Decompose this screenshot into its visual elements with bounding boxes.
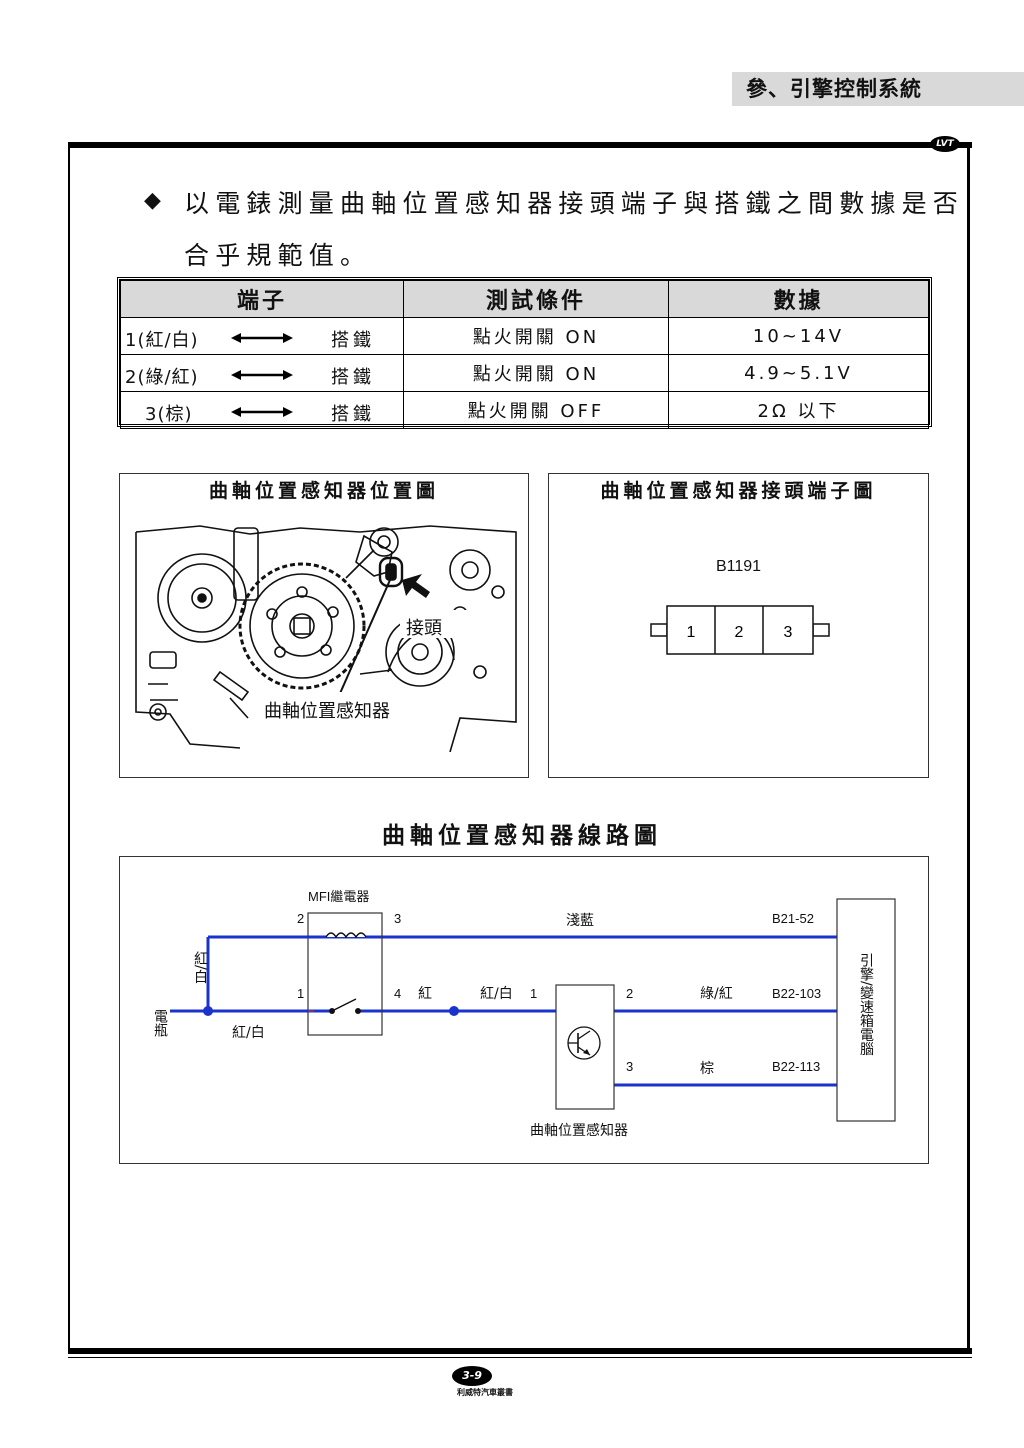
relay-pin-4: 4: [394, 986, 401, 1001]
header-terminal: 端子: [120, 280, 404, 318]
ecu-pin-b21-52: B21-52: [772, 911, 814, 926]
publisher-logo: LVT: [930, 136, 960, 152]
relay-name: MFI繼電器: [308, 889, 369, 904]
publisher-name: 利威特汽車叢書: [457, 1388, 513, 1397]
connector-id: B1191: [715, 558, 762, 575]
chapter-title: 參、引擎控制系統: [732, 72, 1024, 106]
wire-label-brown: 棕: [700, 1061, 714, 1077]
terminal-label: 2(綠/紅): [125, 367, 199, 388]
connector-callout: 接頭: [406, 618, 442, 639]
double-arrow-icon: [231, 333, 293, 343]
diamond-bullet-icon: ◆: [144, 188, 161, 213]
ground-label: 搭鐵: [331, 330, 375, 351]
sensor-location-figure: 曲軸位置感知器位置圖: [119, 473, 529, 778]
table-row: 1(紅/白) 搭鐵 點火開關 ON 10~14V: [120, 317, 929, 355]
left-rule: [68, 142, 70, 1354]
connector-pin-1: 1: [687, 624, 696, 641]
page-number: 3-9: [452, 1366, 492, 1386]
wiring-drawing: MFI繼電器 2 3 1 4 紅 紅/白 1 2 3 淺藍 綠/紅 棕 B21-…: [152, 889, 896, 1139]
wire-label-red-white-sensor: 紅/白: [480, 986, 513, 1002]
table-header-row: 端子 測試條件 數據: [120, 280, 929, 318]
relay-pin-1: 1: [297, 986, 304, 1001]
terminal-cell: 2(綠/紅) 搭鐵: [120, 354, 404, 392]
wire-label-red-white-bottom: 紅/白: [232, 1025, 265, 1041]
connector-figure-title: 曲軸位置感知器接頭端子圖: [600, 480, 877, 502]
wires: [170, 935, 837, 1087]
connector-pin-2: 2: [735, 624, 744, 641]
condition-cell: 點火開關 ON: [403, 317, 669, 355]
intro-text-line1: 以電錶測量曲軸位置感知器接頭端子與搭鐵之間數據是否: [184, 189, 965, 218]
bottom-rule-thin: [68, 1357, 972, 1358]
connector-terminal-figure: 曲軸位置感知器接頭端子圖 B1191 1 2 3: [548, 473, 929, 778]
double-arrow-icon: [231, 370, 293, 380]
terminal-cell: 1(紅/白) 搭鐵: [120, 317, 404, 355]
ground-label: 搭鐵: [331, 367, 375, 388]
bottom-rule: [68, 1348, 972, 1354]
ecu-pin-b22-113: B22-113: [772, 1059, 820, 1074]
sensor-pin-2: 2: [626, 986, 633, 1001]
sensor-pin-3: 3: [626, 1059, 633, 1074]
ground-label: 搭鐵: [331, 404, 375, 425]
wire-label-red: 紅: [418, 986, 432, 1002]
connector-face-drawing: 1 2 3: [650, 605, 830, 655]
wire-label-light-blue: 淺藍: [566, 913, 594, 929]
relay-pin-2: 2: [297, 911, 304, 926]
intro-text-line2: 合乎規範值。: [184, 241, 372, 270]
sensor-pin-1: 1: [530, 986, 537, 1001]
header-value: 數據: [668, 280, 929, 318]
terminal-label: 3(棕): [145, 404, 193, 425]
double-arrow-icon: [231, 407, 293, 417]
sensor-name: 曲軸位置感知器: [530, 1122, 628, 1139]
relay-pin-3: 3: [394, 911, 401, 926]
sensor-callout: 曲軸位置感知器: [264, 701, 390, 722]
spec-table: 端子 測試條件 數據 1(紅/白) 搭鐵 點火開關 ON 10~14V 2(綠/…: [117, 277, 932, 429]
connector-pin-3: 3: [784, 624, 793, 641]
table-row: 3(棕) 搭鐵 點火開關 OFF 2Ω 以下: [120, 391, 929, 429]
ecu-name: 引擎/變速箱電腦: [858, 953, 874, 1056]
value-cell: 2Ω 以下: [668, 391, 929, 429]
wire-label-green-red: 綠/紅: [700, 986, 733, 1002]
wire-label-red-white-vertical: 紅/白: [192, 951, 208, 984]
value-cell: 4.9~5.1V: [668, 354, 929, 392]
header-condition: 測試條件: [403, 280, 669, 318]
wiring-diagram-title: 曲軸位置感知器線路圖: [382, 823, 662, 849]
terminal-label: 1(紅/白): [125, 330, 199, 351]
engine-drawing: 接頭 曲軸位置感知器: [135, 525, 517, 752]
right-rule: [967, 142, 970, 1354]
top-rule: [68, 142, 972, 148]
table-row: 2(綠/紅) 搭鐵 點火開關 ON 4.9~5.1V: [120, 354, 929, 392]
value-cell: 10~14V: [668, 317, 929, 355]
condition-cell: 點火開關 ON: [403, 354, 669, 392]
location-figure-title: 曲軸位置感知器位置圖: [208, 480, 439, 502]
wiring-diagram: MFI繼電器 2 3 1 4 紅 紅/白 1 2 3 淺藍 綠/紅 棕 B21-…: [119, 856, 929, 1164]
battery-label: 電瓶: [152, 1009, 168, 1038]
condition-cell: 點火開關 OFF: [403, 391, 669, 429]
ecu-pin-b22-103: B22-103: [772, 986, 821, 1001]
terminal-cell: 3(棕) 搭鐵: [120, 391, 404, 429]
